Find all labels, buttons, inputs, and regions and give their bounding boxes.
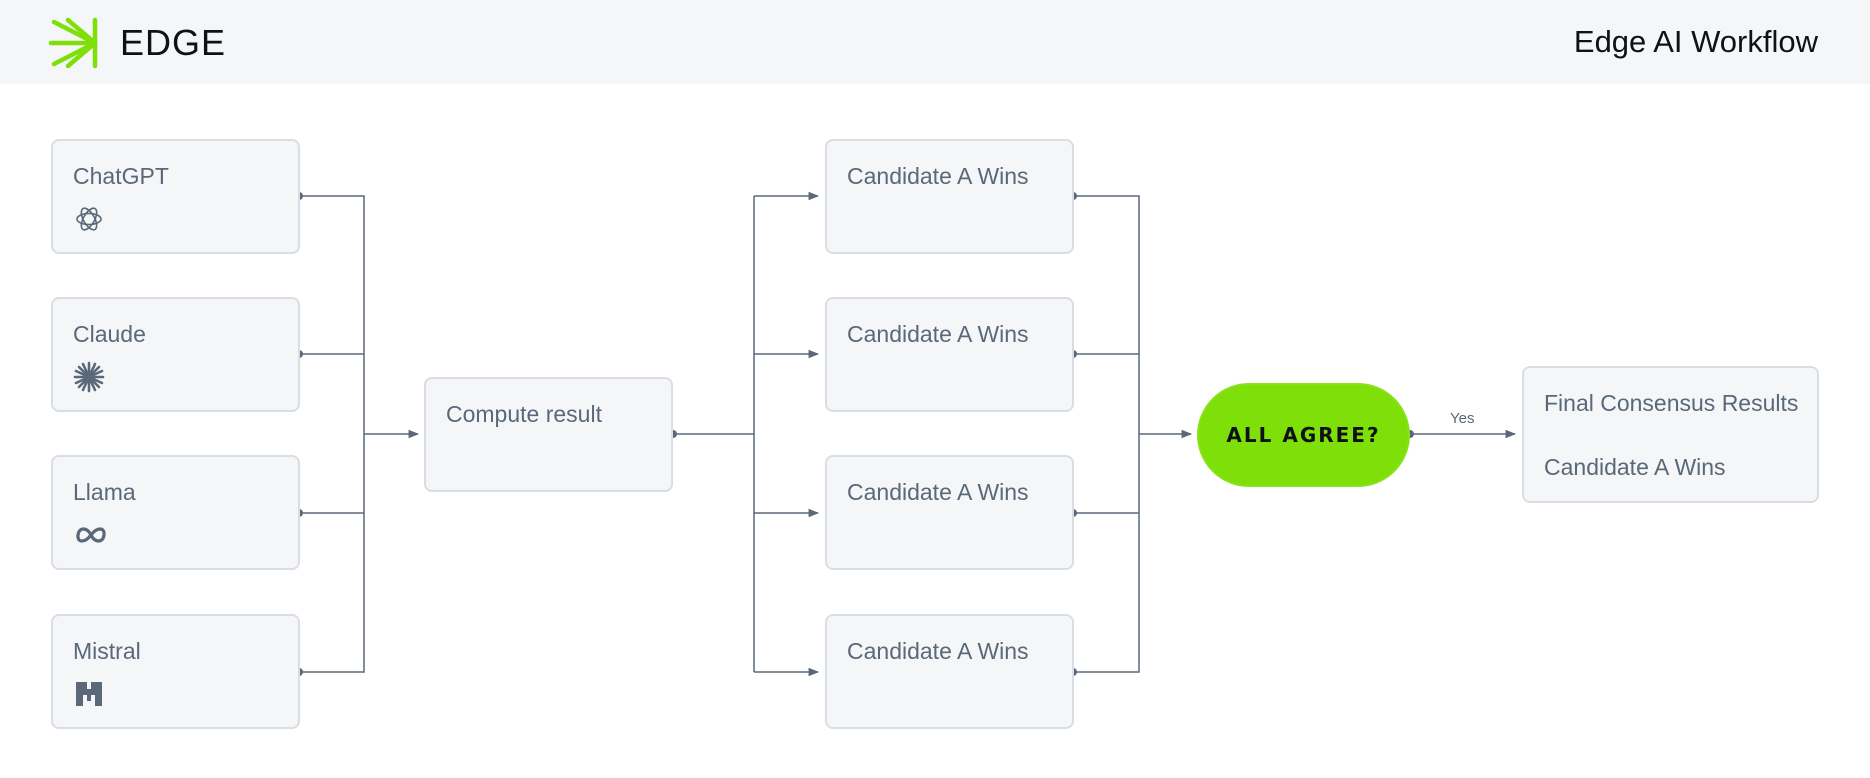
model-node-mistral: Mistral xyxy=(51,614,300,729)
page-title: Edge AI Workflow xyxy=(1573,24,1818,59)
model-node-claude: Claude xyxy=(51,297,300,412)
model-label: Llama xyxy=(73,479,136,505)
candidate-label: Candidate A Wins xyxy=(847,479,1029,505)
model-label: ChatGPT xyxy=(73,163,169,189)
compute-label: Compute result xyxy=(446,401,602,427)
candidate-label: Candidate A Wins xyxy=(847,163,1029,189)
edge-logo-icon xyxy=(48,17,98,69)
candidate-node: Candidate A Wins xyxy=(825,297,1074,412)
candidate-node: Candidate A Wins xyxy=(825,455,1074,570)
model-label: Claude xyxy=(73,321,146,347)
compute-result-node: Compute result xyxy=(424,377,673,492)
model-label: Mistral xyxy=(73,638,141,664)
final-consensus-node: Final Consensus Results Candidate A Wins xyxy=(1522,366,1819,503)
openai-icon xyxy=(76,207,102,231)
candidate-node: Candidate A Wins xyxy=(825,139,1074,254)
candidate-node: Candidate A Wins xyxy=(825,614,1074,729)
claude-asterisk-icon xyxy=(73,361,105,393)
mistral-icon xyxy=(76,682,102,706)
final-title: Final Consensus Results xyxy=(1544,390,1799,416)
brand-name: EDGE xyxy=(120,22,227,63)
all-agree-decision: ALL AGREE? xyxy=(1197,383,1410,487)
yes-edge-label: Yes xyxy=(1450,410,1475,427)
candidate-label: Candidate A Wins xyxy=(847,321,1029,347)
meta-infinity-icon xyxy=(76,527,106,543)
candidate-label: Candidate A Wins xyxy=(847,638,1029,664)
decision-label: ALL AGREE? xyxy=(1226,423,1381,447)
header-bar: EDGE Edge AI Workflow xyxy=(0,0,1870,84)
model-node-llama: Llama xyxy=(51,455,300,570)
model-node-chatgpt: ChatGPT xyxy=(51,139,300,254)
final-result: Candidate A Wins xyxy=(1544,454,1726,480)
